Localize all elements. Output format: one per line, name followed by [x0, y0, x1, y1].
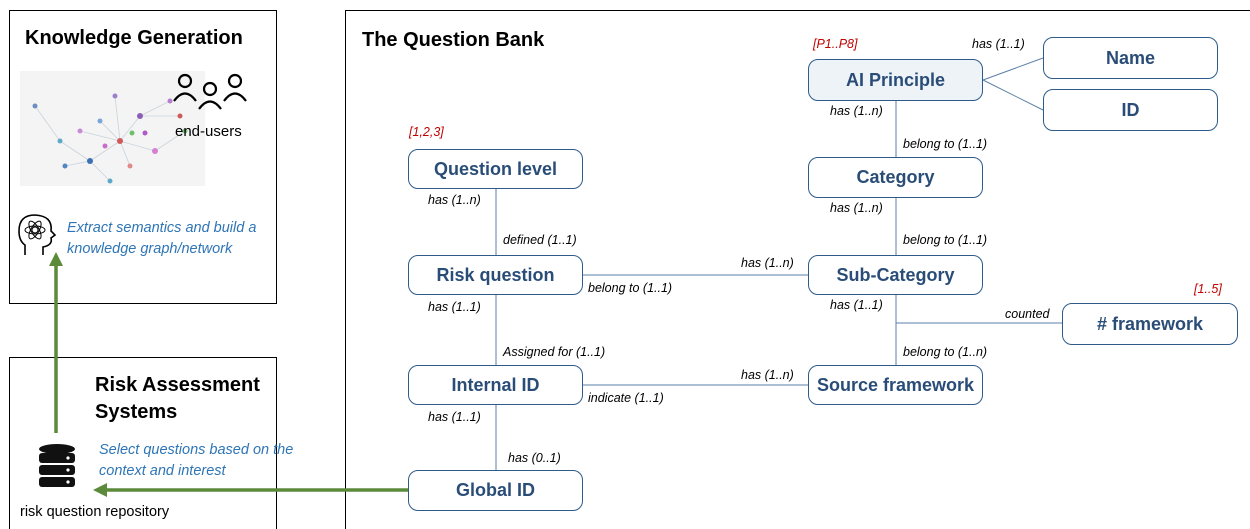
label-global-has: has (0..1): [508, 451, 561, 465]
range-levels: [1,2,3]: [409, 125, 444, 139]
node-risk-question: Risk question: [408, 255, 583, 295]
database-icon: [39, 444, 75, 487]
brain-head-icon: [18, 214, 57, 255]
node-source-framework: Source framework: [808, 365, 983, 405]
label-category-has-sub: has (1..n): [830, 201, 883, 215]
node-ai-principle: AI Principle: [808, 59, 983, 101]
risk-assessment-title-line2: Systems: [95, 401, 178, 423]
edge-principle-name: [982, 57, 1044, 81]
range-frameworks: [1..5]: [1194, 282, 1222, 296]
label-sub-has-framework: has (1..1): [830, 298, 883, 312]
node-question-level: Question level: [408, 149, 583, 189]
node-category: Category: [808, 157, 983, 198]
label-question-defined: defined (1..1): [503, 233, 577, 247]
network-graph-icon: [20, 71, 205, 186]
edge-principle-id: [982, 79, 1044, 111]
label-sub-belongs: belong to (1..1): [903, 233, 988, 247]
label-principle-has-attr: has (1..1): [972, 37, 1025, 51]
label-level-has: has (1..n): [428, 193, 481, 207]
label-framework-has-internal: has (1..n): [741, 368, 794, 382]
node-id: ID: [1043, 89, 1218, 131]
knowledge-generation-panel: Knowledge Generation end-user: [9, 10, 277, 304]
risk-assessment-title-line1: Risk Assessment: [95, 374, 260, 396]
node-global-id: Global ID: [408, 470, 583, 511]
end-users-label: end-users: [175, 123, 242, 140]
label-framework-belongs: belong to (1..n): [903, 345, 988, 359]
label-internal-indicate: indicate (1..1): [588, 391, 664, 405]
flow-arrowhead-left: [93, 483, 107, 497]
label-question-belongs: belong to (1..1): [588, 281, 673, 295]
node-sub-category: Sub-Category: [808, 255, 983, 295]
range-principles: [P1..P8]: [813, 37, 858, 51]
risk-assessment-description: Select questions based on the context an…: [99, 442, 294, 479]
label-counted: counted: [1005, 307, 1050, 321]
knowledge-generation-title: Knowledge Generation: [25, 27, 243, 49]
node-framework-count: # framework: [1062, 303, 1238, 345]
label-internal-has: has (1..1): [428, 410, 481, 424]
label-internal-assigned: Assigned for (1..1): [503, 345, 606, 359]
label-question-has: has (1..1): [428, 300, 481, 314]
knowledge-description: Extract semantics and build a knowledge …: [67, 220, 257, 257]
label-category-belongs: belong to (1..1): [903, 137, 988, 151]
flow-arrowhead-up: [49, 252, 63, 266]
users-icon: [173, 73, 247, 110]
risk-assessment-panel: Risk Assessment Systems Select questions…: [9, 357, 293, 529]
label-principle-has-category: has (1..n): [830, 104, 883, 118]
label-sub-has-question: has (1..n): [741, 256, 794, 270]
node-internal-id: Internal ID: [408, 365, 583, 405]
repository-label: risk question repository: [20, 504, 170, 520]
question-bank-title: The Question Bank: [362, 29, 545, 51]
node-name: Name: [1043, 37, 1218, 79]
